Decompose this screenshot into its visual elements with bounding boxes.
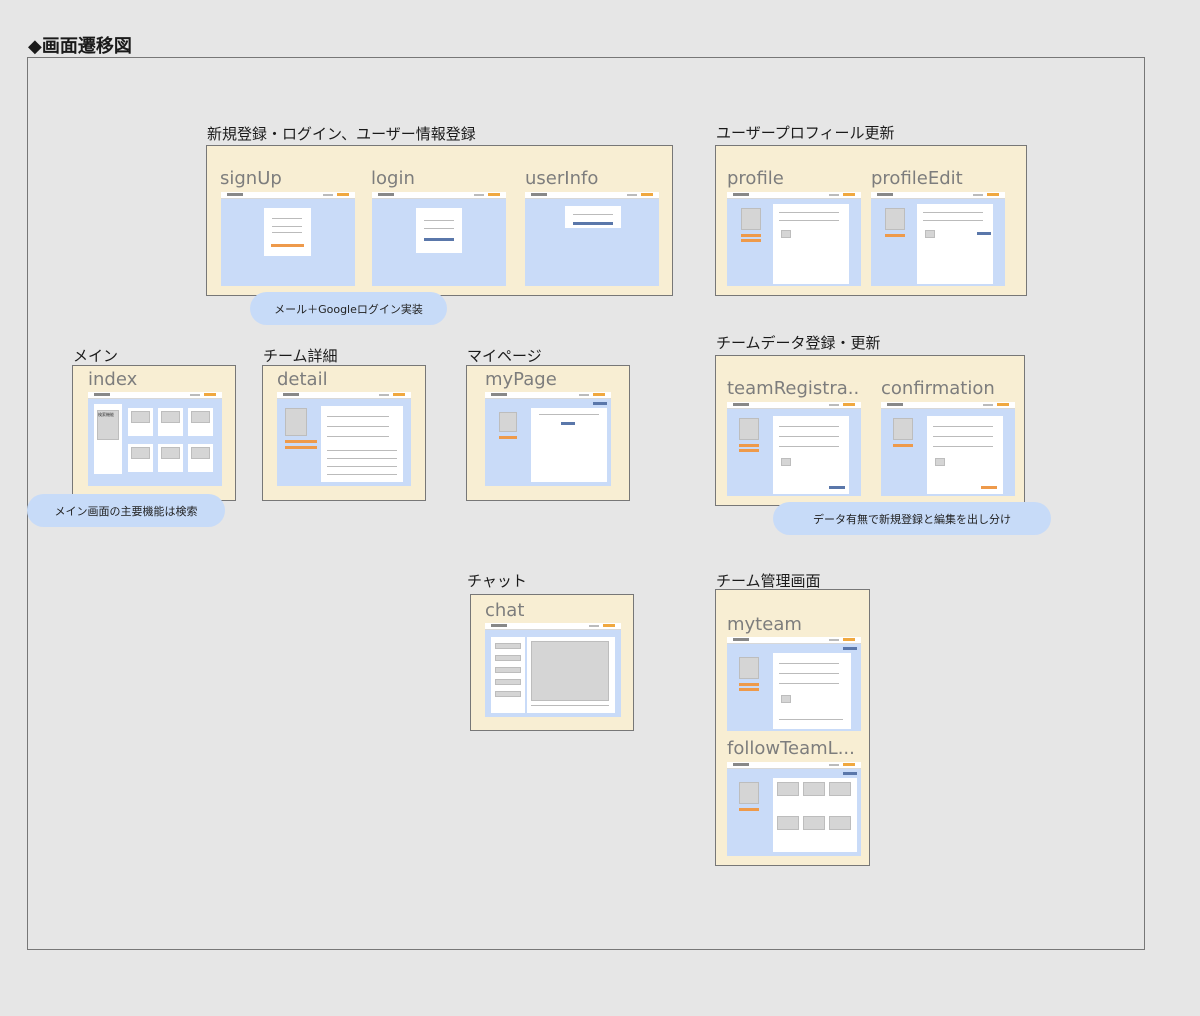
thumb-mypage[interactable] xyxy=(485,392,611,486)
thumb-login[interactable] xyxy=(372,192,506,286)
note-main: メイン画面の主要機能は検索 xyxy=(27,494,225,527)
screen-label-login: login xyxy=(371,168,415,189)
screen-label-followteamlist: followTeamL... xyxy=(727,738,855,759)
thumb-detail[interactable] xyxy=(277,392,411,486)
thumb-teamregistration[interactable] xyxy=(727,402,861,496)
screen-label-chat: chat xyxy=(485,600,525,621)
screen-label-userinfo: userInfo xyxy=(525,168,599,189)
group-title-detail: チーム詳細 xyxy=(263,347,338,365)
thumb-chat[interactable] xyxy=(485,623,621,717)
group-title-main: メイン xyxy=(73,347,119,365)
group-profile: profile profileEdit xyxy=(715,145,1027,296)
group-title-team-data: チームデータ登録・更新 xyxy=(716,334,881,352)
note-team-data: データ有無で新規登録と編集を出し分け xyxy=(773,502,1051,535)
screen-label-profile: profile xyxy=(727,168,784,189)
group-title-auth: 新規登録・ログイン、ユーザー情報登録 xyxy=(207,125,476,143)
group-team-manage: myteam followTeamL... xyxy=(715,589,870,866)
note-auth: メール＋Googleログイン実装 xyxy=(250,292,447,325)
thumb-myteam[interactable] xyxy=(727,637,861,731)
diagram-heading: ◆画面遷移図 xyxy=(28,36,132,57)
screen-label-myteam: myteam xyxy=(727,614,802,635)
thumb-profile[interactable] xyxy=(727,192,861,286)
group-title-mypage: マイページ xyxy=(467,347,542,365)
group-auth: signUp login userInfo xyxy=(206,145,673,296)
group-chat: chat xyxy=(470,594,634,731)
group-title-profile: ユーザープロフィール更新 xyxy=(716,124,895,142)
group-team-data: teamRegistra... confirmation xyxy=(715,355,1025,506)
group-mypage: myPage xyxy=(466,365,630,501)
group-title-team-manage: チーム管理画面 xyxy=(716,572,821,590)
group-main: index 検索機能 xyxy=(72,365,236,501)
screen-label-profileedit: profileEdit xyxy=(871,168,963,189)
thumb-followteamlist[interactable] xyxy=(727,762,861,856)
screen-label-teamregistration: teamRegistra... xyxy=(727,378,861,399)
thumb-signup[interactable] xyxy=(221,192,355,286)
thumb-userinfo[interactable] xyxy=(525,192,659,286)
index-search-label: 検索機能 xyxy=(98,412,114,417)
screen-label-mypage: myPage xyxy=(485,369,557,390)
thumb-index[interactable]: 検索機能 xyxy=(88,392,222,486)
group-detail: detail xyxy=(262,365,426,501)
thumb-confirmation[interactable] xyxy=(881,402,1015,496)
screen-label-index: index xyxy=(88,369,138,390)
screen-label-signup: signUp xyxy=(220,168,282,189)
group-title-chat: チャット xyxy=(467,572,527,590)
screen-label-detail: detail xyxy=(277,369,328,390)
screen-label-confirmation: confirmation xyxy=(881,378,995,399)
thumb-profileedit[interactable] xyxy=(871,192,1005,286)
